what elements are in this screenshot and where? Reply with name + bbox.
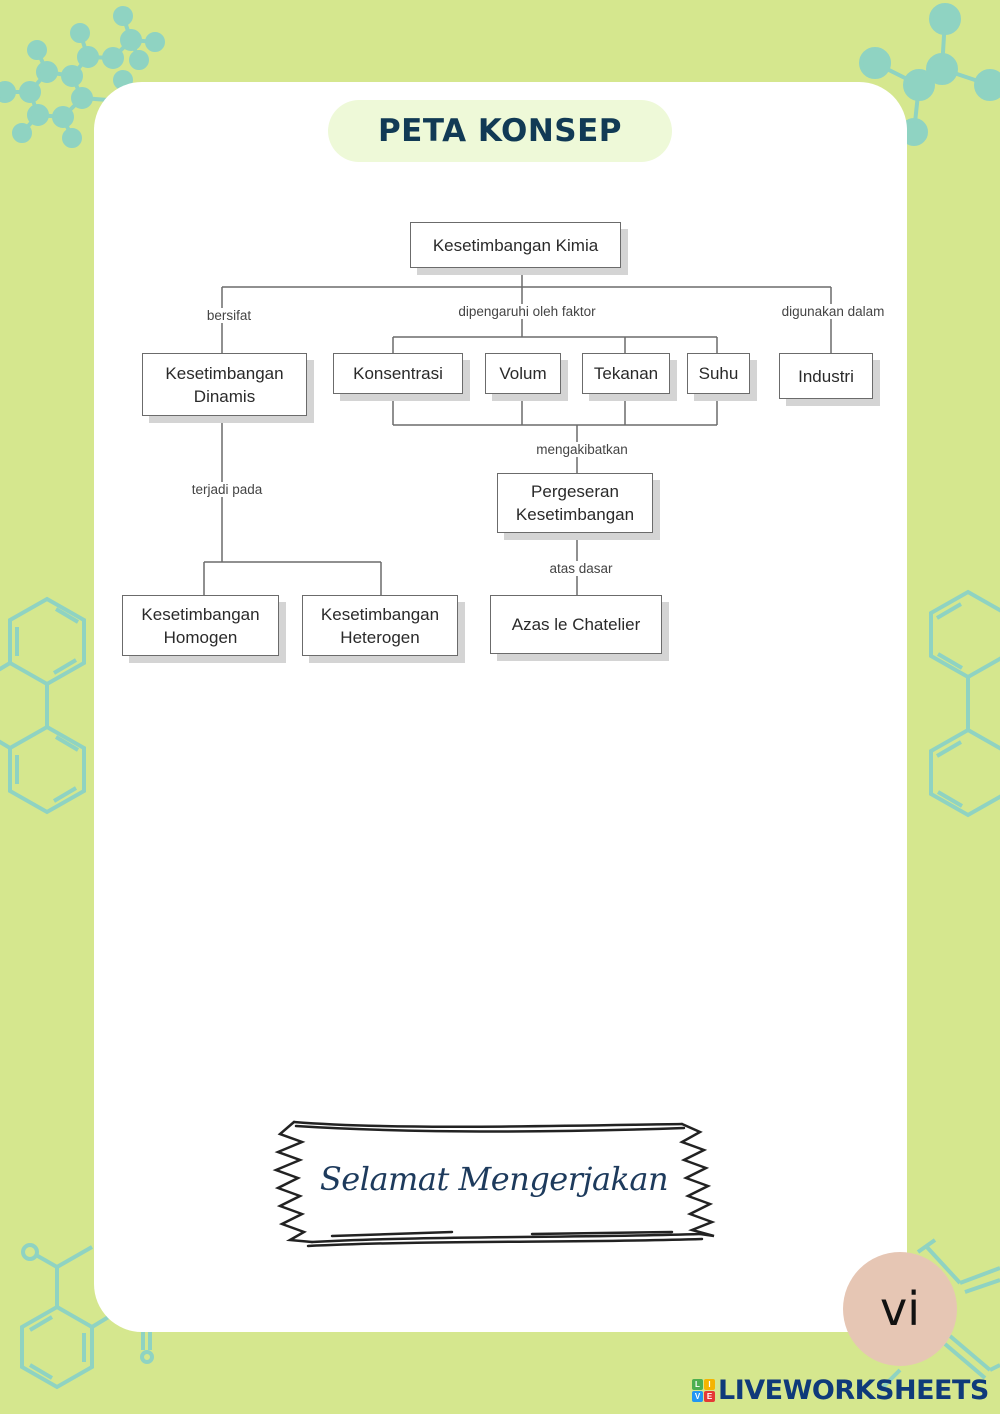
watermark-text: LIVEWORKSHEETS <box>718 1374 989 1406</box>
worksheet-card <box>94 82 907 1332</box>
molecule-bottom-right-icon <box>878 1238 1000 1392</box>
node-pergeseran-kesetimbangan: Pergeseran Kesetimbangan <box>497 473 653 533</box>
node-kesetimbangan-heterogen: Kesetimbangan Heterogen <box>302 595 458 656</box>
page-number-badge: vi <box>843 1252 957 1366</box>
node-konsentrasi: Konsentrasi <box>333 353 463 394</box>
molecule-top-left-icon <box>0 6 165 148</box>
closing-banner-frame <box>272 1120 716 1248</box>
molecule-right-biphenyl-icon <box>929 589 1000 818</box>
link-label-terjadi: terjadi pada <box>188 482 266 497</box>
node-tekanan: Tekanan <box>582 353 670 394</box>
molecule-top-right-icon <box>859 3 1000 146</box>
link-label-dipengaruhi: dipengaruhi oleh faktor <box>455 304 599 319</box>
liveworksheets-watermark[interactable]: L I V E LIVEWORKSHEETS <box>692 1374 989 1406</box>
molecule-left-biphenyl-icon <box>0 596 86 815</box>
node-volum: Volum <box>485 353 561 394</box>
logo-letter: I <box>704 1378 715 1390</box>
link-label-digunakan: digunakan dalam <box>778 304 888 319</box>
link-label-mengakibatkan: mengakibatkan <box>533 442 631 457</box>
link-label-atas-dasar: atas dasar <box>546 561 616 576</box>
logo-letter: L <box>692 1378 703 1390</box>
node-kesetimbangan-dinamis: Kesetimbangan Dinamis <box>142 353 307 416</box>
node-kesetimbangan-homogen: Kesetimbangan Homogen <box>122 595 279 656</box>
logo-letter: V <box>692 1390 703 1402</box>
closing-message: Selamat Mengerjakan <box>319 1160 669 1198</box>
node-industri: Industri <box>779 353 873 399</box>
node-azas-le-chatelier: Azas le Chatelier <box>490 595 662 654</box>
node-kesetimbangan-kimia: Kesetimbangan Kimia <box>410 222 621 268</box>
page-title: PETA KONSEP <box>328 100 672 162</box>
molecule-bottom-left-icon <box>20 1243 154 1390</box>
logo-letter: E <box>704 1390 715 1402</box>
link-label-bersifat: bersifat <box>203 308 255 323</box>
liveworksheets-logo-icon: L I V E <box>692 1378 715 1402</box>
node-suhu: Suhu <box>687 353 750 394</box>
